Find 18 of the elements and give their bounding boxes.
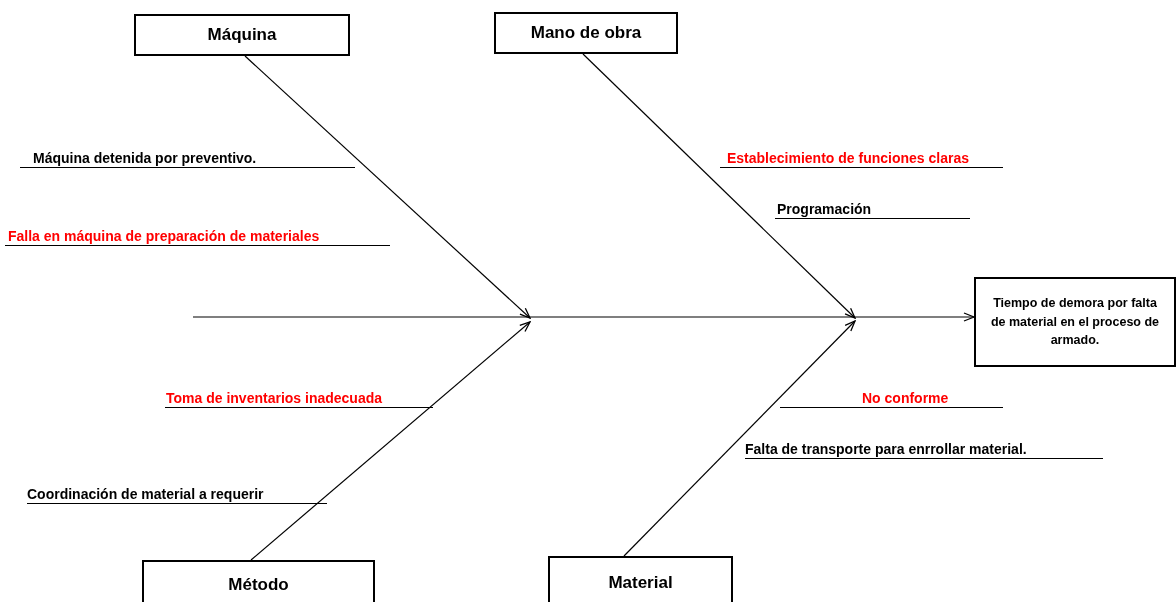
effect-box: Tiempo de demora por falta de material en el proceso de armado. bbox=[974, 277, 1176, 367]
category-box: Método bbox=[142, 560, 375, 602]
cause-label: Coordinación de material a requerir bbox=[27, 486, 327, 504]
category-box: Máquina bbox=[134, 14, 350, 56]
cause-label: No conforme bbox=[780, 390, 1003, 408]
cause-label: Falla en máquina de preparación de materiales bbox=[5, 228, 390, 246]
category-box: Mano de obra bbox=[494, 12, 678, 54]
cause-label: Programación bbox=[775, 201, 970, 219]
arrow bbox=[250, 321, 531, 561]
arrow bbox=[623, 320, 856, 557]
arrow bbox=[244, 55, 531, 319]
arrow bbox=[582, 53, 856, 319]
cause-label: Falta de transporte para enrrollar material. bbox=[745, 441, 1103, 459]
cause-label: Máquina detenida por preventivo. bbox=[20, 150, 355, 168]
cause-label: Establecimiento de funciones claras bbox=[720, 150, 1003, 168]
cause-label: Toma de inventarios inadecuada bbox=[165, 390, 433, 408]
category-box: Material bbox=[548, 556, 733, 602]
arrow bbox=[192, 312, 975, 322]
